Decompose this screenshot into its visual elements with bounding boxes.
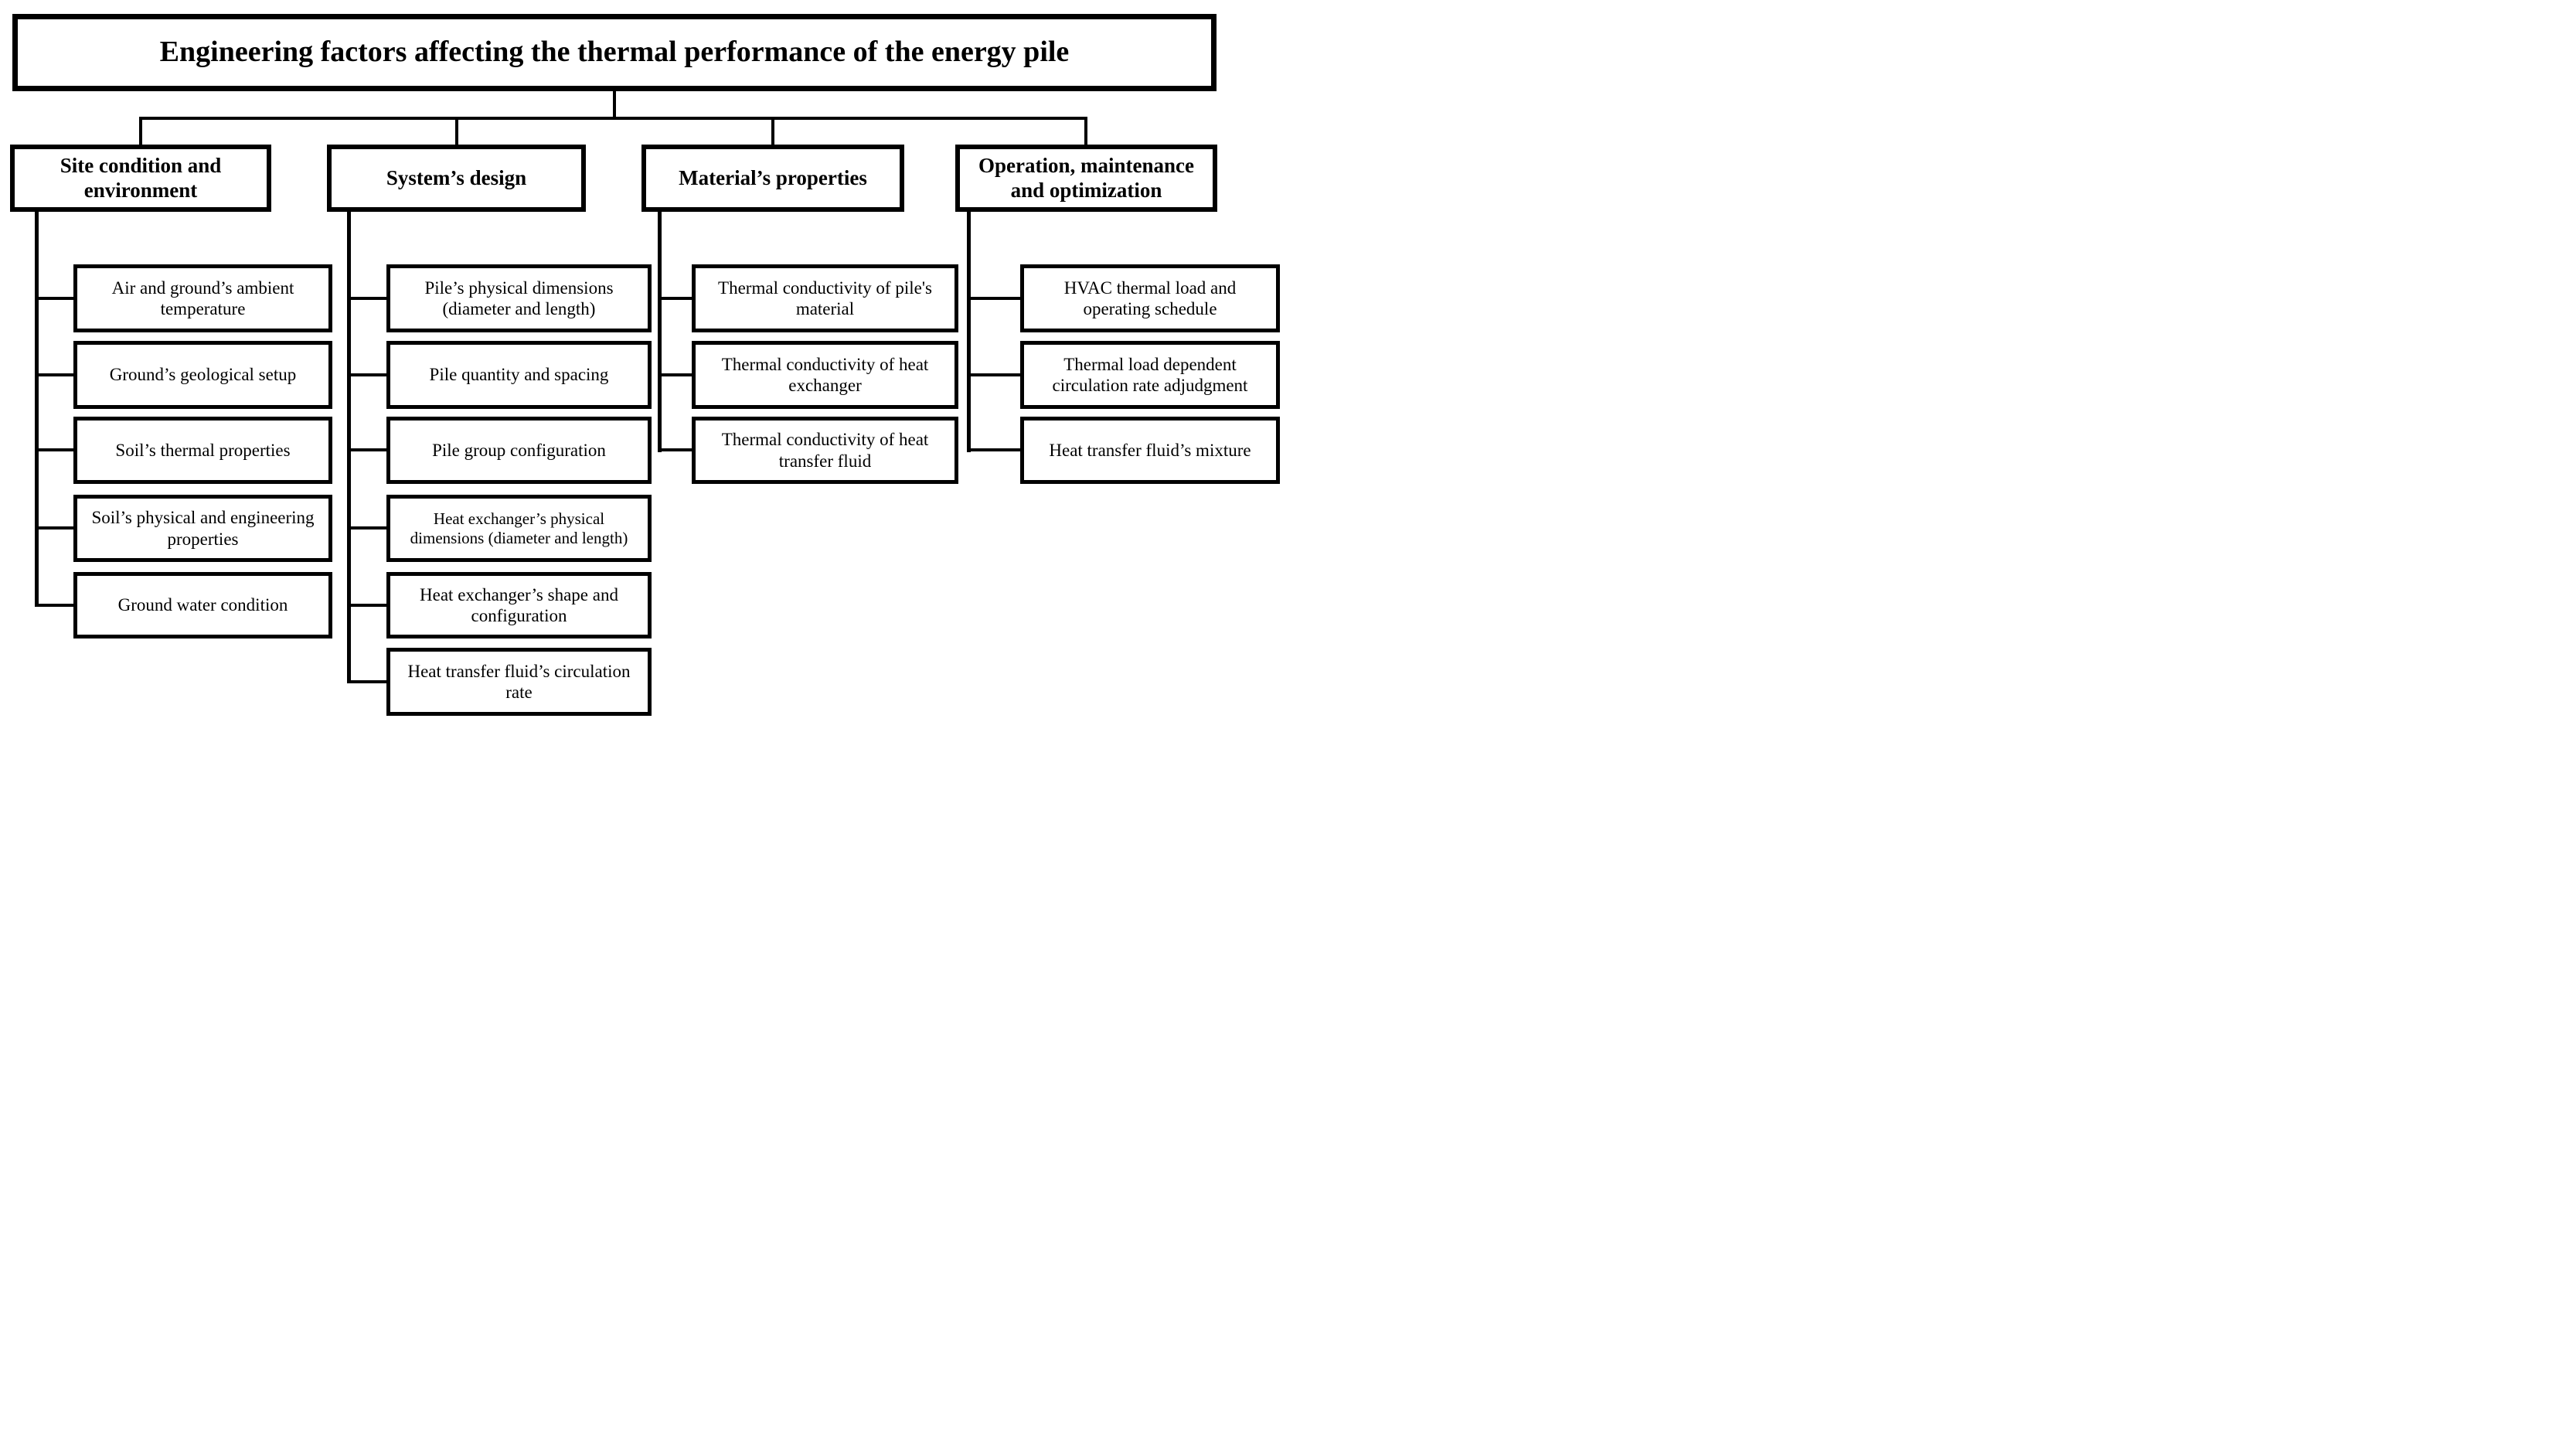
child-label-air-ground-ambient-temperature: Air and ground’s ambient temperature: [111, 278, 294, 318]
child-label-soils-physical-engineering-properties: Soil’s physical and engineering properti…: [91, 508, 315, 549]
child-box-heat-exchangers-shape-configuration: Heat exchanger’s shape and configuration: [386, 572, 652, 638]
child-label-grounds-geological-setup: Ground’s geological setup: [109, 365, 297, 385]
child-box-thermal-conductivity-pile-material: Thermal conductivity of pile's material: [692, 264, 958, 332]
child-label-heat-transfer-fluids-mixture: Heat transfer fluid’s mixture: [1049, 440, 1251, 460]
category-label-materials-properties: Material’s properties: [679, 165, 867, 189]
child-box-soils-thermal-properties: Soil’s thermal properties: [73, 417, 332, 484]
stub-systems-design-3: [347, 448, 386, 451]
child-box-thermal-conductivity-heat-exchanger: Thermal conductivity of heat exchanger: [692, 341, 958, 409]
connector-drop-site-condition: [139, 117, 142, 145]
child-box-ground-water-condition: Ground water condition: [73, 572, 332, 638]
stub-site-condition-1: [35, 297, 73, 300]
child-label-thermal-conductivity-pile-material: Thermal conductivity of pile's material: [718, 278, 932, 318]
child-box-heat-transfer-fluids-mixture: Heat transfer fluid’s mixture: [1020, 417, 1280, 484]
spine-systems-design: [347, 212, 351, 683]
child-box-hvac-thermal-load-schedule: HVAC thermal load and operating schedule: [1020, 264, 1280, 332]
stub-materials-properties-2: [658, 373, 692, 376]
stub-site-condition-5: [35, 604, 73, 607]
child-label-heat-exchangers-physical-dimensions: Heat exchanger’s physical dimensions (di…: [410, 509, 628, 547]
child-box-pile-group-configuration: Pile group configuration: [386, 417, 652, 484]
child-box-air-ground-ambient-temperature: Air and ground’s ambient temperature: [73, 264, 332, 332]
child-box-pile-quantity-spacing: Pile quantity and spacing: [386, 341, 652, 409]
stub-site-condition-4: [35, 526, 73, 530]
category-label-operation-maintenance: Operation, maintenance and optimization: [978, 154, 1194, 202]
child-label-thermal-conductivity-heat-transfer-fluid: Thermal conductivity of heat transfer fl…: [721, 430, 929, 471]
child-label-hvac-thermal-load-schedule: HVAC thermal load and operating schedule: [1063, 278, 1237, 318]
category-label-systems-design: System’s design: [386, 165, 527, 189]
child-label-piles-physical-dimensions: Pile’s physical dimensions (diameter and…: [424, 278, 614, 318]
child-label-pile-quantity-spacing: Pile quantity and spacing: [429, 365, 609, 385]
child-box-heat-exchangers-physical-dimensions: Heat exchanger’s physical dimensions (di…: [386, 495, 652, 562]
category-box-systems-design: System’s design: [327, 145, 586, 212]
child-box-grounds-geological-setup: Ground’s geological setup: [73, 341, 332, 409]
stub-materials-properties-1: [658, 297, 692, 300]
child-label-pile-group-configuration: Pile group configuration: [432, 440, 606, 460]
child-box-heat-transfer-fluids-circulation-rate: Heat transfer fluid’s circulation rate: [386, 648, 652, 716]
child-label-thermal-load-circulation-rate-adjudgment: Thermal load dependent circulation rate …: [1052, 354, 1248, 395]
category-box-materials-properties: Material’s properties: [641, 145, 904, 212]
stub-systems-design-1: [347, 297, 386, 300]
category-box-operation-maintenance: Operation, maintenance and optimization: [955, 145, 1217, 212]
stub-operation-maintenance-3: [967, 448, 1020, 451]
stub-systems-design-2: [347, 373, 386, 376]
child-label-soils-thermal-properties: Soil’s thermal properties: [115, 440, 291, 460]
stub-operation-maintenance-1: [967, 297, 1020, 300]
child-label-heat-transfer-fluids-circulation-rate: Heat transfer fluid’s circulation rate: [407, 661, 631, 702]
connector-drop-operation-maintenance: [1084, 117, 1087, 145]
connector-bus: [139, 117, 1087, 120]
connector-drop-systems-design: [455, 117, 458, 145]
energy-pile-factors-diagram: Engineering factors affecting the therma…: [0, 0, 1288, 719]
stub-materials-properties-3: [658, 448, 692, 451]
category-box-site-condition: Site condition and environment: [10, 145, 271, 212]
connector-title-drop: [613, 90, 616, 119]
stub-systems-design-6: [347, 680, 386, 683]
stub-operation-maintenance-2: [967, 373, 1020, 376]
spine-site-condition: [35, 212, 39, 607]
child-label-heat-exchangers-shape-configuration: Heat exchanger’s shape and configuration: [420, 584, 618, 625]
spine-materials-properties: [658, 212, 662, 452]
spine-operation-maintenance: [967, 212, 971, 452]
stub-site-condition-3: [35, 448, 73, 451]
stub-systems-design-5: [347, 604, 386, 607]
child-box-soils-physical-engineering-properties: Soil’s physical and engineering properti…: [73, 495, 332, 562]
category-label-site-condition: Site condition and environment: [60, 154, 222, 202]
connector-drop-materials-properties: [771, 117, 774, 145]
child-label-ground-water-condition: Ground water condition: [117, 595, 288, 615]
stub-site-condition-2: [35, 373, 73, 376]
diagram-title-box: Engineering factors affecting the therma…: [12, 14, 1217, 91]
child-box-thermal-load-circulation-rate-adjudgment: Thermal load dependent circulation rate …: [1020, 341, 1280, 409]
stub-systems-design-4: [347, 526, 386, 530]
child-box-piles-physical-dimensions: Pile’s physical dimensions (diameter and…: [386, 264, 652, 332]
diagram-title: Engineering factors affecting the therma…: [159, 36, 1070, 69]
child-label-thermal-conductivity-heat-exchanger: Thermal conductivity of heat exchanger: [721, 354, 929, 395]
child-box-thermal-conductivity-heat-transfer-fluid: Thermal conductivity of heat transfer fl…: [692, 417, 958, 484]
